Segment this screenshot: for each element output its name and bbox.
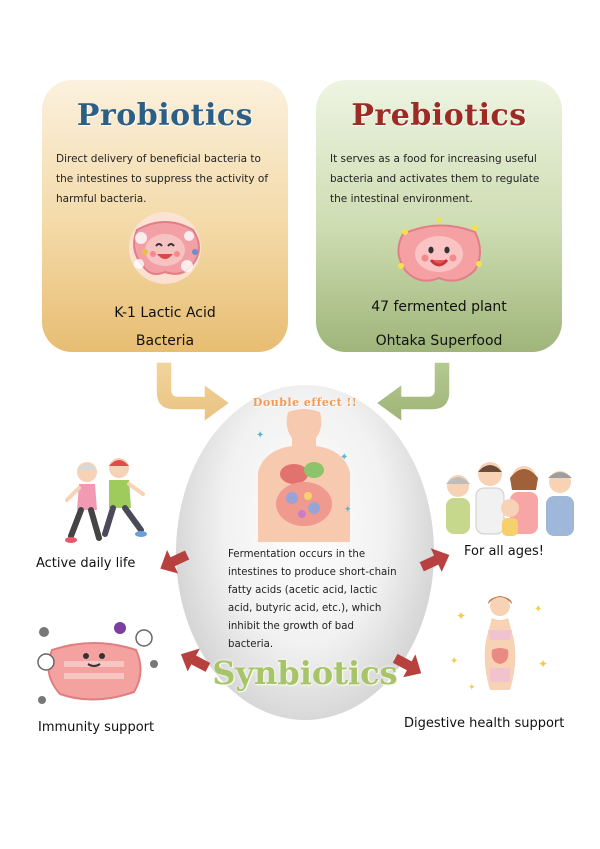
flexing-intestine-icon <box>37 622 158 704</box>
svg-text:✦: ✦ <box>256 430 264 441</box>
immunity-support-label: Immunity support <box>38 720 155 735</box>
prebiotics-arrow <box>374 361 451 424</box>
smiling-intestine-icon <box>42 208 288 292</box>
arrow-to-ages <box>419 548 450 572</box>
svg-text:✦: ✦ <box>534 604 542 615</box>
fermentation-description: Fermentation occurs in the intestines to… <box>228 549 397 650</box>
digestive-health-label: Digestive health support <box>404 716 565 731</box>
probiotics-description: Direct delivery of beneficial bacteria t… <box>56 153 269 205</box>
arrow-to-immunity <box>180 648 211 672</box>
double-effect-label: Double effect !! <box>252 396 358 409</box>
prebiotics-name-line1: 47 fermented plant <box>371 299 507 315</box>
probiotics-name-line2: Bacteria <box>135 333 195 349</box>
svg-text:✦: ✦ <box>450 656 458 667</box>
probiotics-arrow <box>155 361 232 424</box>
svg-text:✦: ✦ <box>340 452 348 463</box>
woman-gut-health-icon: ✦ ✦ ✦ ✦ ✦ <box>450 596 548 693</box>
svg-text:✦: ✦ <box>468 683 476 693</box>
active-daily-life-label: Active daily life <box>36 556 136 571</box>
running-couple-icon <box>65 458 147 543</box>
arrow-to-active <box>160 549 190 574</box>
human-torso-digestive-icon: ✦ ✦ ✦ <box>256 409 352 542</box>
arrow-to-digestive <box>392 653 422 678</box>
probiotics-name-line1: K-1 Lactic Acid <box>114 305 216 321</box>
prebiotics-name-line2: Ohtaka Superfood <box>375 333 503 349</box>
prebiotics-description: It serves as a food for increasing usefu… <box>330 153 540 205</box>
prebiotics-card: Prebiotics It serves as a food for incre… <box>316 80 562 352</box>
probiotics-title: Probiotics <box>76 98 254 133</box>
for-all-ages-label: For all ages! <box>464 544 544 559</box>
happy-intestine-icon <box>316 214 562 292</box>
svg-text:✦: ✦ <box>538 657 548 671</box>
family-group-icon <box>446 462 574 536</box>
probiotics-card: Probiotics Direct delivery of beneficial… <box>42 80 288 352</box>
prebiotics-title: Prebiotics <box>351 98 527 133</box>
svg-text:✦: ✦ <box>344 505 352 515</box>
synbiotics-title: Synbiotics <box>212 654 398 692</box>
svg-text:✦: ✦ <box>456 609 466 623</box>
